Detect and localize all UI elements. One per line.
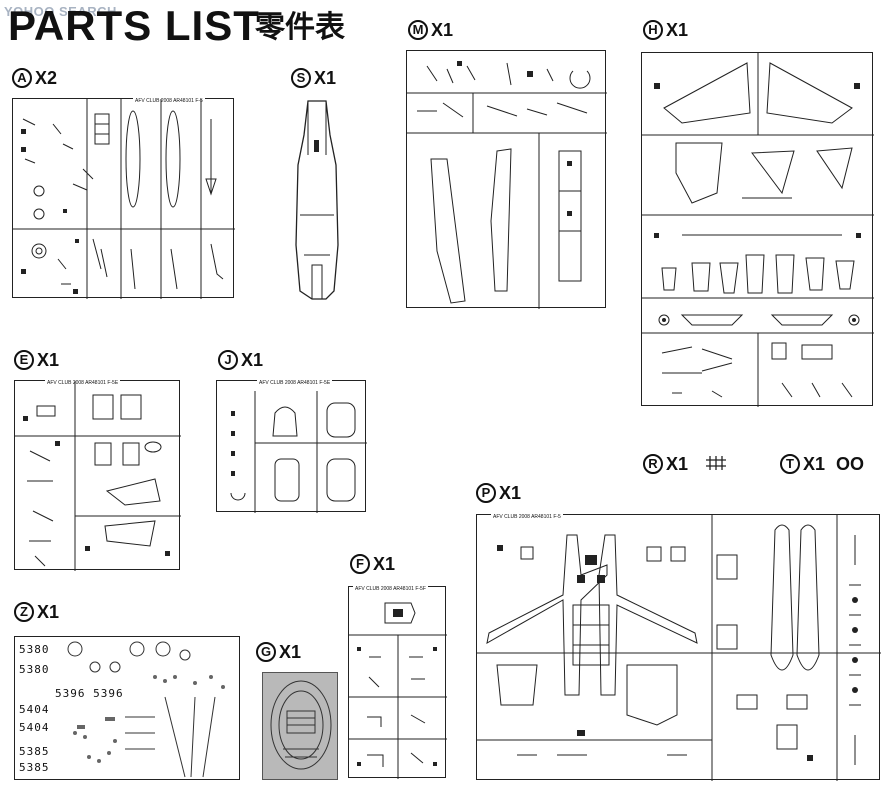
sprue-r-qty: X1 xyxy=(666,454,689,474)
sprue-f-label: F X1 xyxy=(350,552,395,576)
sprue-s-letter: S xyxy=(291,68,311,88)
decal-number: 5380 xyxy=(19,643,50,656)
sprue-e-qty: X1 xyxy=(37,350,60,370)
sprue-p: AFV CLUB 2008 AR48101 F-5 xyxy=(476,514,881,781)
sprue-g-qty: X1 xyxy=(279,642,302,662)
sprue-f-qty: X1 xyxy=(373,554,396,574)
sprue-r-parts xyxy=(706,456,726,470)
sprue-m-qty: X1 xyxy=(431,20,454,40)
page-title-cn: 零件表 xyxy=(255,11,345,44)
sprue-e-letter: E xyxy=(14,350,34,370)
sprue-f: AFV CLUB 2008 AR48101 F-5F xyxy=(348,586,447,779)
sprue-z-letter: Z xyxy=(14,602,34,622)
sprue-s-qty: X1 xyxy=(314,68,337,88)
sprue-e-parts xyxy=(15,381,181,571)
sprue-j-label: J X1 xyxy=(218,348,263,372)
sprue-s-label: S X1 xyxy=(291,66,336,90)
sprue-a-tag: AFV CLUB 2008 AR48101 F-5 xyxy=(133,98,205,104)
sprue-g-letter: G xyxy=(256,642,276,662)
sprue-t-parts: OO xyxy=(836,454,865,474)
decal-sheet: 5380 5380 5396 5396 5404 5404 5385 5385 xyxy=(14,636,240,780)
sprue-p-parts xyxy=(477,515,881,781)
sprue-s-fuselage xyxy=(295,100,339,300)
sprue-m-letter: M xyxy=(408,20,428,40)
page-title: PARTS LIST xyxy=(8,2,260,49)
decal-number: 5404 xyxy=(19,703,50,716)
watermark: YOHOO SEARCH xyxy=(4,4,117,19)
sprue-h-qty: X1 xyxy=(666,20,689,40)
sprue-r-letter: R xyxy=(643,454,663,474)
sprue-t-letter: T xyxy=(780,454,800,474)
sprue-a-label: A X2 xyxy=(12,66,57,90)
sprue-t-label: T X1 OO xyxy=(780,452,864,476)
sprue-e-label: E X1 xyxy=(14,348,59,372)
sprue-m-label: M X1 xyxy=(408,18,453,42)
sprue-p-letter: P xyxy=(476,483,496,503)
decal-number: 5385 xyxy=(19,761,50,774)
sprue-t-qty: X1 xyxy=(803,454,826,474)
sprue-a-letter: A xyxy=(12,68,32,88)
sprue-a-parts xyxy=(13,99,235,299)
sprue-h-letter: H xyxy=(643,20,663,40)
sprue-p-label: P X1 xyxy=(476,481,521,505)
sprue-h xyxy=(641,52,874,407)
sprue-g-label: G X1 xyxy=(256,640,301,664)
sprue-h-parts xyxy=(642,53,874,407)
sprue-r-label: R X1 xyxy=(643,452,688,476)
sprue-a: AFV CLUB 2008 AR48101 F-5 xyxy=(12,98,235,299)
photo-etch-parts xyxy=(270,680,332,770)
sprue-j: AFV CLUB 2008 AR48101 F-5E xyxy=(216,380,367,513)
sprue-j-letter: J xyxy=(218,350,238,370)
sprue-e: AFV CLUB 2008 AR48101 F-5E xyxy=(14,380,181,571)
decal-number: 5396 5396 xyxy=(55,687,124,700)
sprue-f-tag: AFV CLUB 2008 AR48101 F-5F xyxy=(353,586,428,592)
sprue-j-qty: X1 xyxy=(241,350,264,370)
sprue-m xyxy=(406,50,607,309)
sprue-h-label: H X1 xyxy=(643,18,688,42)
decal-number: 5380 xyxy=(19,663,50,676)
sprue-z-qty: X1 xyxy=(37,602,60,622)
sprue-f-parts xyxy=(349,602,447,779)
sprue-m-parts xyxy=(407,61,607,309)
photo-etch-fret xyxy=(262,672,338,780)
sprue-j-tag: AFV CLUB 2008 AR48101 F-5E xyxy=(257,380,333,386)
sprue-e-tag: AFV CLUB 2008 AR48101 F-5E xyxy=(45,380,121,386)
decal-shapes xyxy=(67,641,225,778)
decal-number: 5385 xyxy=(19,745,50,758)
sprue-a-qty: X2 xyxy=(35,68,58,88)
decal-number: 5404 xyxy=(19,721,50,734)
sprue-f-letter: F xyxy=(350,554,370,574)
sprue-z-label: Z X1 xyxy=(14,600,59,624)
sprue-p-tag: AFV CLUB 2008 AR48101 F-5 xyxy=(491,514,563,520)
sprue-j-parts xyxy=(230,391,367,513)
sprue-p-qty: X1 xyxy=(499,483,522,503)
